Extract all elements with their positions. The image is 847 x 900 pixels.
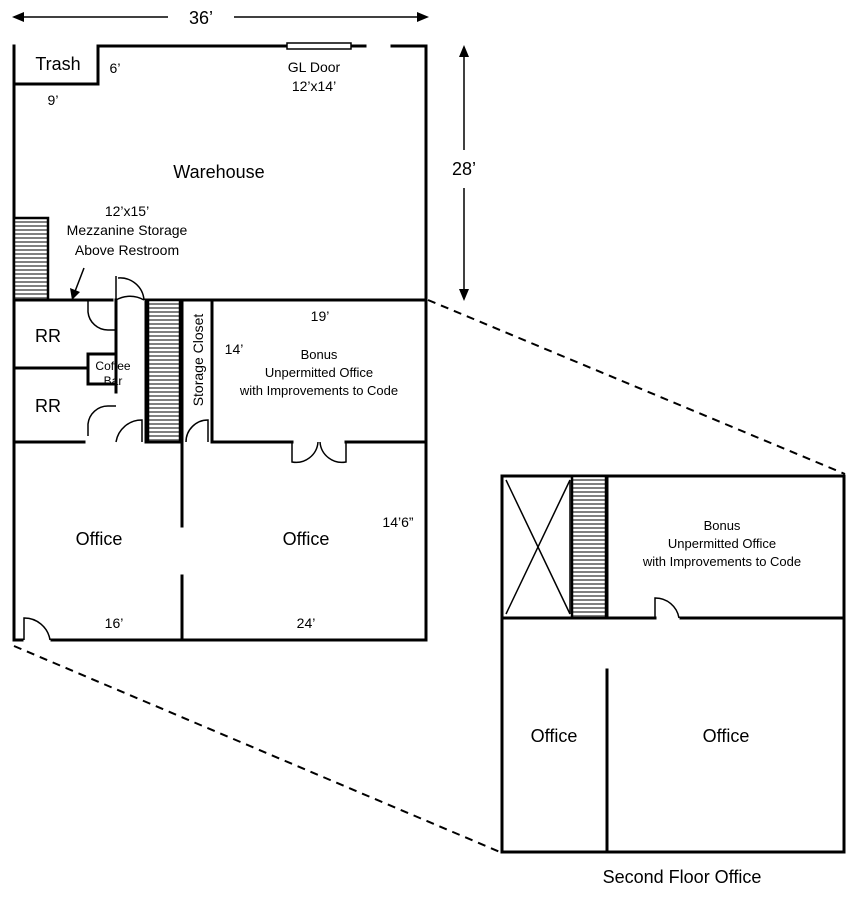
gl-door-marker [286,42,352,50]
coffee-bar-label-line1: Coffee [95,359,130,373]
first-floor-doors [23,276,347,641]
second-floor-caption: Second Floor Office [603,867,762,887]
second-bonus-label-line2: Unpermitted Office [668,536,776,551]
office-right-label: Office [283,529,330,549]
second-office-left-label: Office [531,726,578,746]
second-office-right-label: Office [703,726,750,746]
trash-label: Trash [35,54,80,74]
coffee-bar-label-line2: Bar [104,374,123,388]
gl-door-label-line2: 12’x14’ [292,78,336,94]
bonus-label-line2: Unpermitted Office [265,365,373,380]
storage-closet-label: Storage Closet [190,314,206,407]
restroom-1-label: RR [35,326,61,346]
mezzanine-label-line1: 12’x15’ [105,203,149,219]
second-floor-stairs [570,474,608,620]
mezzanine-pointer-arrow [70,267,85,300]
bonus-label-line3: with Improvements to Code [239,383,398,398]
mezzanine-label-line2: Mezzanine Storage [67,222,188,238]
second-floor-walls [500,474,846,854]
bonus-label-line1: Bonus [301,347,338,362]
height-warehouse-label: 28’ [452,159,476,179]
width-total-label: 36’ [189,8,213,28]
callout-line-top [427,299,846,475]
office-depth-label: 14’6” [382,514,413,530]
height-dimension-arrow [459,45,469,301]
trash-depth-label: 9’ [48,92,59,108]
warehouse-label: Warehouse [173,162,264,182]
callout-line-bottom [13,645,501,853]
mezzanine-label-line3: Above Restroom [75,242,179,258]
first-floor-walls [12,44,428,642]
bonus-depth-label: 14’ [225,341,244,357]
office-right-width-label: 24’ [297,615,316,631]
second-bonus-label-line1: Bonus [704,518,741,533]
bonus-width-label: 19’ [311,308,330,324]
main-stairs [146,298,182,444]
mezzanine-stairs [12,216,50,302]
office-left-width-label: 16’ [105,615,124,631]
office-left-label: Office [76,529,123,549]
gl-door-label-line1: GL Door [288,59,341,75]
restroom-2-label: RR [35,396,61,416]
second-bonus-label-line3: with Improvements to Code [642,554,801,569]
width-dimension-arrow [12,12,429,22]
trash-width-label: 6’ [110,60,121,76]
